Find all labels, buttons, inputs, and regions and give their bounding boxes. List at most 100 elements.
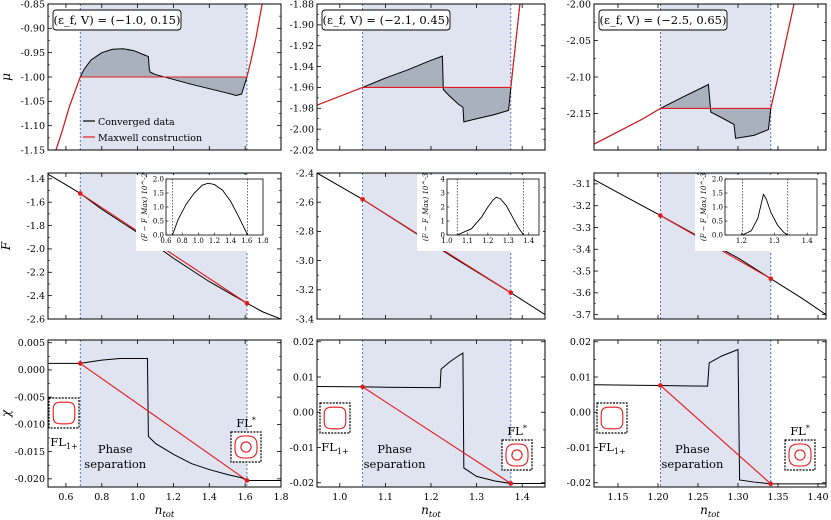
brillouin-zone-frame [596,402,628,434]
y-tick-label: -2.15 [567,109,591,120]
fl1-plus-label: FL1+ [50,435,77,451]
inset-background [136,175,267,251]
y-tick-label: 0.02 [570,337,591,348]
inset-y-tick-label: 3 [441,189,445,197]
phase-label: Phase [675,442,710,456]
x-tick-label: 0.8 [94,492,109,503]
y-tick-label: -0.005 [15,392,45,403]
fermi-surface-line [600,406,624,430]
x-tick-label: 1.3 [469,492,484,503]
inset-x-tick-label: 1.2 [736,237,747,245]
maxwell-point-marker [77,191,83,196]
y-tick-label: -1.6 [27,198,45,209]
maxwell-point-marker [360,196,365,202]
parameter-box [321,9,451,31]
y-tick-label: -1.10 [21,121,45,132]
parameter-box [52,9,182,31]
inset-curve [742,193,788,236]
y-tick-label: -0.01 [567,443,591,454]
x-tick-label: 1.40 [807,492,828,503]
legend-converged-label: Converged data [98,117,175,128]
y-tick-label: -0.020 [15,474,45,485]
maxwell-point-marker [508,481,514,486]
panel-mu-left: -1.15-1.10-1.05-1.00-0.95-0.90-0.85μ(ε_f… [0,0,282,156]
separation-label: separation [661,457,724,471]
y-tick-label: -2.2 [27,268,45,279]
x-tick-label: 1.2 [166,492,181,503]
phase-label: Phase [377,442,412,456]
inset-y-tick-label: 4 [441,175,446,183]
y-tick-label: -1.90 [290,20,314,31]
y-axis-label: χ [0,409,13,418]
fl-star-label: FL* [507,424,527,438]
y-tick-label: -0.02 [290,478,314,489]
y-tick-label: -3.4 [573,245,591,256]
x-tick-label: 1.4 [515,492,530,503]
x-tick-label: 1.15 [607,492,628,503]
fermi-surface-icon [48,397,80,429]
y-tick-label: 0.00 [293,408,314,419]
y-tick-label: -2.0 [27,244,45,255]
inset-x-tick-label: 1.6 [241,237,253,245]
parameter-label: (ε_f, V) = (−2.1, 0.45) [323,13,450,27]
inset-y-tick-label: 1.0 [712,203,723,211]
inset-x-tick-label: 1.0 [441,237,452,245]
y-axis-label: μ [0,73,13,81]
inset-x-tick-label: 1.0 [193,237,204,245]
legend-maxwell-label: Maxwell construction [98,133,202,144]
equal-area-fill [80,48,247,96]
maxwell-point-marker [658,383,663,388]
inset-x-tick-label: 1.1 [462,237,473,245]
brillouin-zone-frame [230,431,262,463]
inset-y-tick-label: 2.0 [712,175,723,183]
x-axis-label: ntot [155,503,175,520]
fermi-surface-icon [596,402,628,434]
inset-x-tick-label: 1.8 [257,237,268,245]
phase-label: Phase [98,442,133,456]
equal-area-fill [362,56,511,122]
y-tick-label: -0.90 [21,24,45,35]
y-tick-label: -1.4 [27,174,45,185]
y-tick-label: -1.00 [21,72,45,83]
fermi-surface-line [788,443,812,467]
y-tick-label: -1.05 [21,97,45,108]
x-tick-label: 1.6 [238,492,253,503]
axes-frame [47,172,282,320]
y-tick-label: -2.00 [290,124,314,135]
plot-area [317,4,521,123]
inset-y-label: (F − F_Max) 10^-3 [422,172,430,241]
x-axis-label: ntot [700,503,720,520]
inset-y-tick-label: 0.0 [712,231,723,239]
fermi-surface-line [323,406,347,430]
panel-mu-right: -2.15-2.10-2.05-2.00(ε_f, V) = (−2.5, 0.… [567,0,827,151]
y-tick-label: -2.6 [296,198,314,209]
y-tick-label: -0.01 [290,443,314,454]
plot-area [594,4,795,145]
y-tick-label: -3.3 [573,223,591,234]
inset-y-tick-label: 2 [441,203,445,211]
y-tick-label: -2.10 [567,72,591,83]
inset-background [417,175,543,251]
y-tick-label: -0.015 [15,447,45,458]
y-tick-label: 0.00 [570,408,591,419]
y-tick-label: 0.01 [293,372,314,383]
inset-y-tick-label: 1.5 [712,189,723,197]
x-tick-label: 1.0 [130,492,145,503]
y-tick-label: -0.02 [567,478,591,489]
parameter-label: (ε_f, V) = (−1.0, 0.15) [54,13,181,27]
y-tick-label: -2.02 [290,145,314,156]
y-tick-label: -1.88 [290,0,314,10]
x-tick-label: 1.35 [767,492,788,503]
x-tick-label: 1.20 [647,492,668,503]
x-tick-label: 1.0 [332,492,347,503]
inset-x-tick-label: 0.8 [177,237,188,245]
fermi-surface-line [511,449,523,461]
inset-x-tick-label: 1.3 [503,237,514,245]
parameter-box [598,9,728,31]
brillouin-zone-frame [784,439,816,471]
maxwell-construction-line [55,4,263,150]
y-tick-label: -3.2 [573,201,591,212]
x-tick-label: 0.6 [58,492,73,503]
maxwell-construction-line [317,4,521,106]
